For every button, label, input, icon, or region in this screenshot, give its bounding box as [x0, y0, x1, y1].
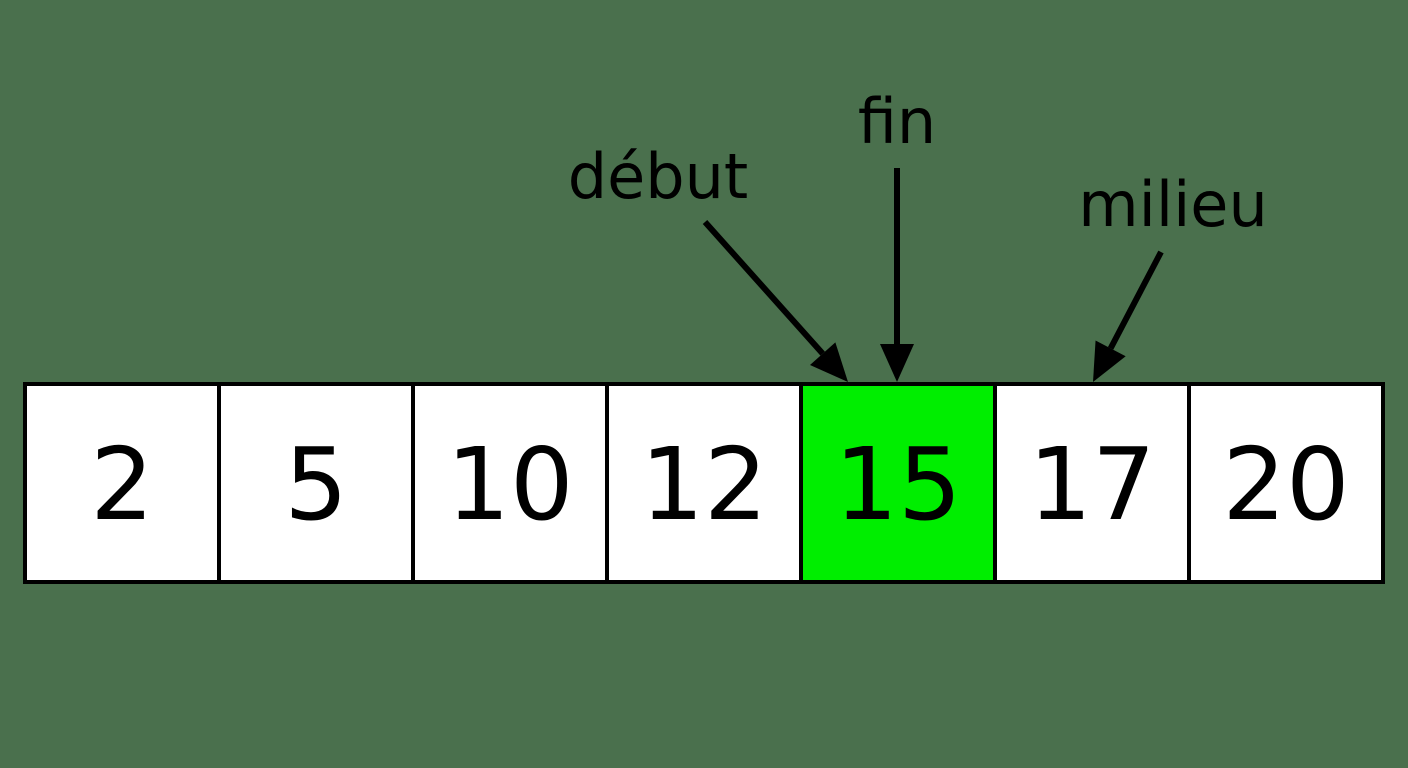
cell-box: [993, 382, 1191, 584]
arrow-head-icon: [810, 342, 848, 382]
pointer-debut: début: [568, 140, 848, 382]
array-cells: 2 5 10 12 15 17 20: [23, 382, 1385, 584]
arrow-shaft: [1107, 250, 1164, 350]
cell-box: [1187, 382, 1385, 584]
array-cell: 12: [605, 382, 803, 584]
cell-box: [23, 382, 221, 584]
cell-value: 10: [446, 426, 573, 543]
array-cell: 20: [1187, 382, 1385, 584]
pointer-milieu: milieu: [1078, 168, 1268, 382]
cell-box: [411, 382, 609, 584]
cell-box: [217, 382, 415, 584]
arrow-head-icon: [1093, 340, 1126, 382]
cell-value: 12: [640, 426, 767, 543]
array-cell: 5: [217, 382, 415, 584]
pointer-label-debut: début: [568, 140, 748, 213]
pointer-annotations: début fin milieu: [568, 85, 1268, 382]
arrow-head-icon: [880, 344, 914, 382]
array-cell: 17: [993, 382, 1191, 584]
cell-value: 20: [1222, 426, 1349, 543]
cell-box-highlighted: [799, 382, 997, 584]
array-cell: 2: [23, 382, 221, 584]
cell-value: 17: [1028, 426, 1155, 543]
arrow-shaft: [702, 220, 825, 356]
pointer-fin: fin: [858, 85, 936, 382]
cell-value: 5: [284, 426, 348, 543]
array-cell: 15: [799, 382, 997, 584]
cell-value: 15: [834, 426, 961, 543]
array-cell: 10: [411, 382, 609, 584]
cell-value: 2: [90, 426, 154, 543]
pointer-label-milieu: milieu: [1078, 168, 1268, 241]
pointer-label-fin: fin: [858, 85, 936, 158]
